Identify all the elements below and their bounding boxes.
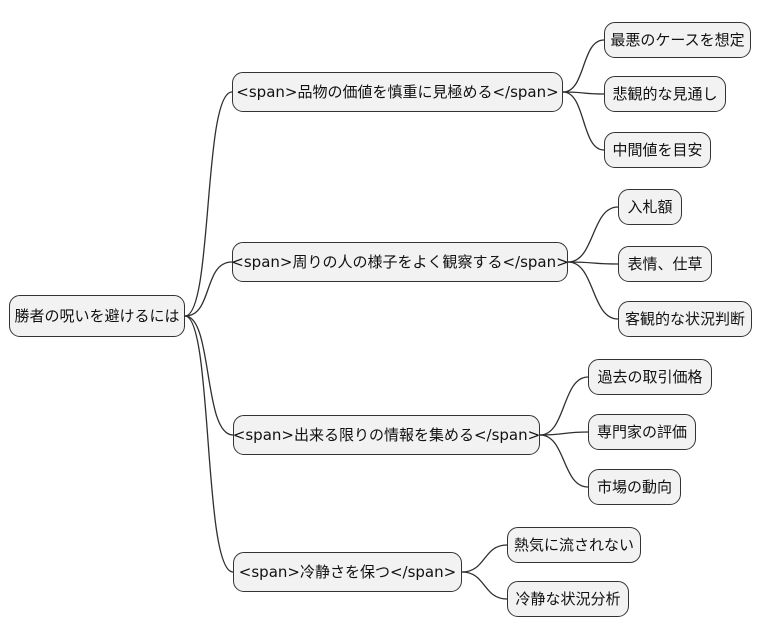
leaf-node-4-2: 冷静な状況分析: [507, 581, 629, 617]
edge-branch2-leaf1: [567, 206, 619, 263]
edge-branch2-leaf2: [567, 261, 619, 265]
leaf-node-1-2: 悲観的な見通し: [604, 76, 726, 112]
leaf-node-3-3: 市場の動向: [588, 469, 681, 505]
leaf-node-3-2: 専門家の評価: [588, 414, 696, 450]
leaf-node-4-1: 熱気に流されない: [507, 527, 641, 563]
leaf-node-2-3: 客観的な状況判断: [618, 301, 752, 337]
leaf-node-2-1: 入札額: [618, 189, 682, 225]
leaf-node-1-1: 最悪のケースを想定: [604, 22, 751, 58]
branch-node-1: <span>品物の価値を慎重に見極める</span>: [232, 72, 563, 112]
mindmap-root-node: 勝者の呪いを避けるには: [9, 295, 185, 337]
leaf-node-2-2: 表情、仕草: [618, 246, 712, 282]
edge-root-branch1: [184, 91, 233, 317]
leaf-node-1-3: 中間値を目安: [604, 132, 711, 168]
edge-root-branch2: [184, 261, 233, 317]
edge-root-branch4: [184, 315, 234, 573]
edge-branch2-leaf3: [567, 261, 619, 320]
edge-branch1-leaf2: [562, 91, 605, 95]
edge-branch1-leaf3: [562, 91, 605, 151]
edge-branch4-leaf1: [461, 544, 508, 573]
leaf-node-3-1: 過去の取引価格: [588, 359, 712, 395]
edge-branch3-leaf3: [539, 434, 589, 488]
edge-branch3-leaf2: [539, 431, 589, 436]
branch-node-2: <span>周りの人の様子をよく観察する</span>: [231, 242, 569, 282]
branch-node-3: <span>出来る限りの情報を集める</span>: [233, 415, 540, 455]
branch-node-4: <span>冷静さを保つ</span>: [233, 552, 462, 592]
edge-branch3-leaf1: [539, 376, 589, 436]
edge-branch1-leaf1: [562, 39, 605, 93]
edge-root-branch3: [184, 315, 234, 436]
edge-branch4-leaf2: [461, 571, 508, 600]
